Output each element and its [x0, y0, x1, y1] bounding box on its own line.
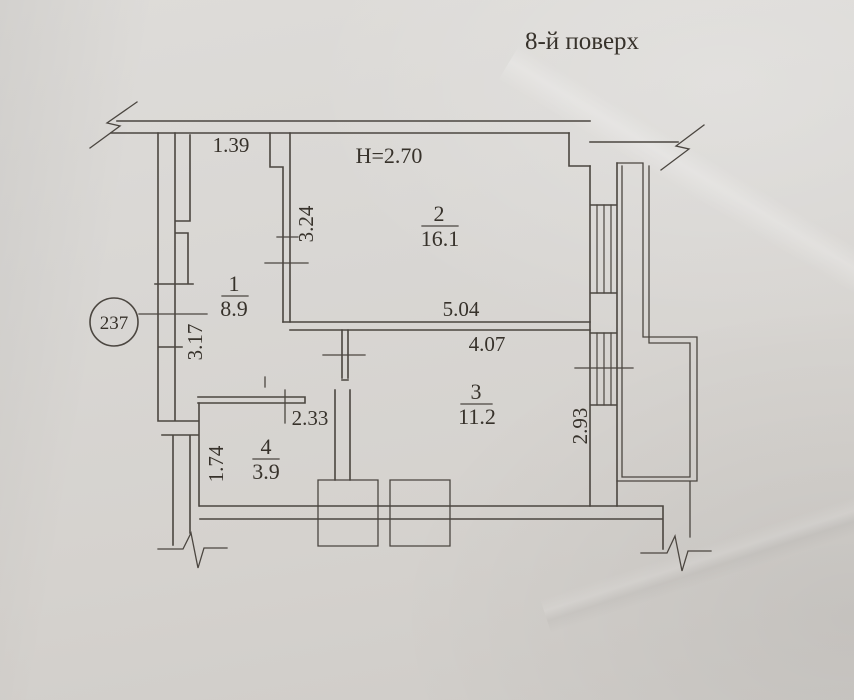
dim-room3-width: 4.07 — [469, 332, 506, 356]
room-2-area: 16.1 — [421, 226, 460, 251]
room-1-area: 8.9 — [220, 296, 248, 321]
dim-room4-height: 1.74 — [204, 445, 228, 482]
room2-room3-divider-wall — [282, 321, 591, 331]
dim-room2-height: 3.24 — [294, 205, 318, 242]
page-title: 8-й поверх — [525, 28, 640, 55]
dim-room1-height: 3.17 — [183, 324, 207, 361]
tick-marks — [264, 236, 634, 424]
apartment-number: 237 — [100, 313, 129, 334]
room-2-label: 2 16.1 — [421, 201, 460, 251]
duct-block-left — [317, 479, 379, 547]
bottom-exterior-wall — [199, 505, 664, 550]
room2-window-icon — [596, 204, 612, 294]
duct-blocks — [317, 479, 451, 547]
room-3-number: 3 — [471, 379, 482, 404]
break-bottom-left-icon — [157, 531, 228, 569]
balcony — [616, 162, 698, 538]
room3-room4-divider-wall — [334, 329, 351, 481]
room-3-label: 3 11.2 — [458, 379, 496, 429]
break-top-left-icon — [89, 101, 138, 149]
windows — [596, 204, 612, 406]
ceiling-height-label: H=2.70 — [356, 143, 423, 168]
left-exterior-wall — [154, 132, 200, 546]
apartment-number-circle — [89, 297, 139, 347]
room-1-label: 1 8.9 — [220, 271, 249, 321]
room-4-label: 4 3.9 — [252, 434, 280, 484]
break-bottom-right-icon — [640, 533, 712, 572]
room-2-number: 2 — [434, 201, 445, 226]
room1-room2-divider-wall — [269, 132, 291, 323]
walls — [110, 120, 679, 550]
room-4-number: 4 — [261, 434, 272, 459]
wall-break-symbols — [89, 101, 712, 572]
break-top-right-icon — [660, 124, 705, 171]
dim-room2-width: 5.04 — [443, 297, 480, 321]
room3-window-icon — [596, 332, 612, 406]
room-1-number: 1 — [229, 271, 240, 296]
dim-room3-height: 2.93 — [568, 408, 592, 445]
dimension-ticks — [138, 236, 634, 424]
room-4-area: 3.9 — [252, 459, 280, 484]
duct-block-right — [389, 479, 451, 547]
room1-room4-divider-wall — [197, 396, 306, 404]
room-3-area: 11.2 — [458, 404, 496, 429]
top-exterior-wall — [110, 120, 679, 143]
dim-entry-top-width: 1.39 — [213, 133, 250, 157]
dim-room4-width: 2.33 — [292, 406, 329, 430]
top-right-wall-pier — [568, 132, 591, 167]
balcony-outline — [616, 162, 698, 538]
